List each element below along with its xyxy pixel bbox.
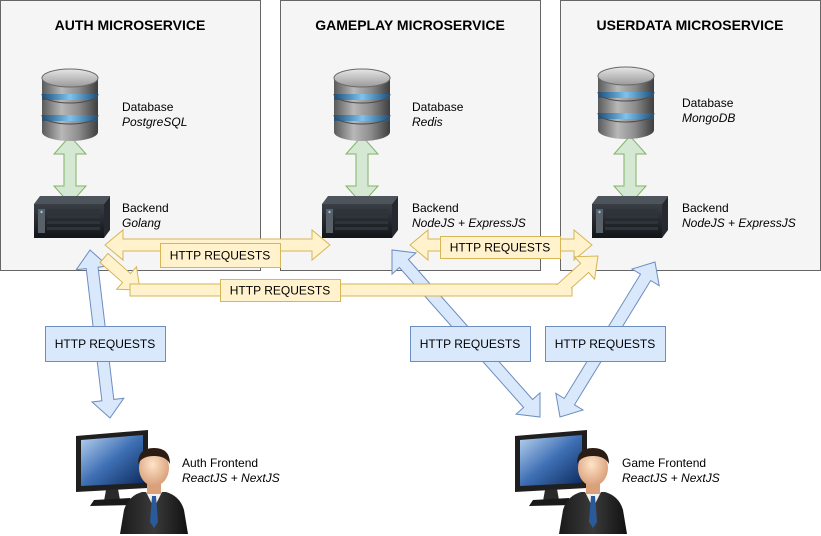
connection-label: HTTP REQUESTS xyxy=(555,337,655,351)
user-at-monitor-icon xyxy=(515,430,627,534)
database-label: Database xyxy=(412,100,464,114)
auth-userdata-arrow-right xyxy=(555,255,599,296)
microservice-title: AUTH MICROSERVICE xyxy=(55,17,206,33)
backend-tech: NodeJS + ExpressJS xyxy=(682,216,796,230)
frontend-tech: ReactJS + NextJS xyxy=(182,471,280,485)
backend-tech: NodeJS + ExpressJS xyxy=(412,216,526,230)
auth-frontend-label: HTTP REQUESTS xyxy=(45,326,166,362)
auth-gameplay-label: HTTP REQUESTS xyxy=(160,243,281,268)
database-icon xyxy=(41,68,99,142)
database-tech: Redis xyxy=(412,115,443,129)
frontend-label: Game Frontend xyxy=(622,456,706,470)
backend-label: Backend xyxy=(682,201,729,215)
database-icon xyxy=(597,66,655,140)
database-label: Database xyxy=(122,100,174,114)
server-icon xyxy=(322,196,398,238)
gameplay-microservice-box: GAMEPLAY MICROSERVICE xyxy=(280,0,541,271)
auth-userdata-arrow-left xyxy=(99,252,141,291)
frontend-tech: ReactJS + NextJS xyxy=(622,471,720,485)
backend-tech: Golang xyxy=(122,216,161,230)
database-tech: MongoDB xyxy=(682,111,735,125)
gameplay-frontend-label: HTTP REQUESTS xyxy=(410,326,531,362)
microservice-container xyxy=(280,0,541,271)
frontend-label: Auth Frontend xyxy=(182,456,258,470)
database-tech: PostgreSQL xyxy=(122,115,187,129)
connection-label: HTTP REQUESTS xyxy=(230,284,330,298)
auth-userdata-label: HTTP REQUESTS xyxy=(220,279,341,302)
database-label: Database xyxy=(682,96,734,110)
database-icon xyxy=(333,68,391,142)
microservice-title: GAMEPLAY MICROSERVICE xyxy=(315,17,505,33)
connection-label: HTTP REQUESTS xyxy=(450,241,550,255)
connection-label: HTTP REQUESTS xyxy=(170,249,270,263)
server-icon xyxy=(34,196,110,238)
user-at-monitor-icon xyxy=(76,430,188,534)
microservice-title: USERDATA MICROSERVICE xyxy=(597,17,784,33)
backend-label: Backend xyxy=(412,201,459,215)
backend-label: Backend xyxy=(122,201,169,215)
userdata-frontend-label: HTTP REQUESTS xyxy=(545,326,666,362)
connection-label: HTTP REQUESTS xyxy=(55,337,155,351)
connection-label: HTTP REQUESTS xyxy=(420,337,520,351)
gameplay-userdata-label: HTTP REQUESTS xyxy=(440,236,561,259)
server-icon xyxy=(592,196,668,238)
